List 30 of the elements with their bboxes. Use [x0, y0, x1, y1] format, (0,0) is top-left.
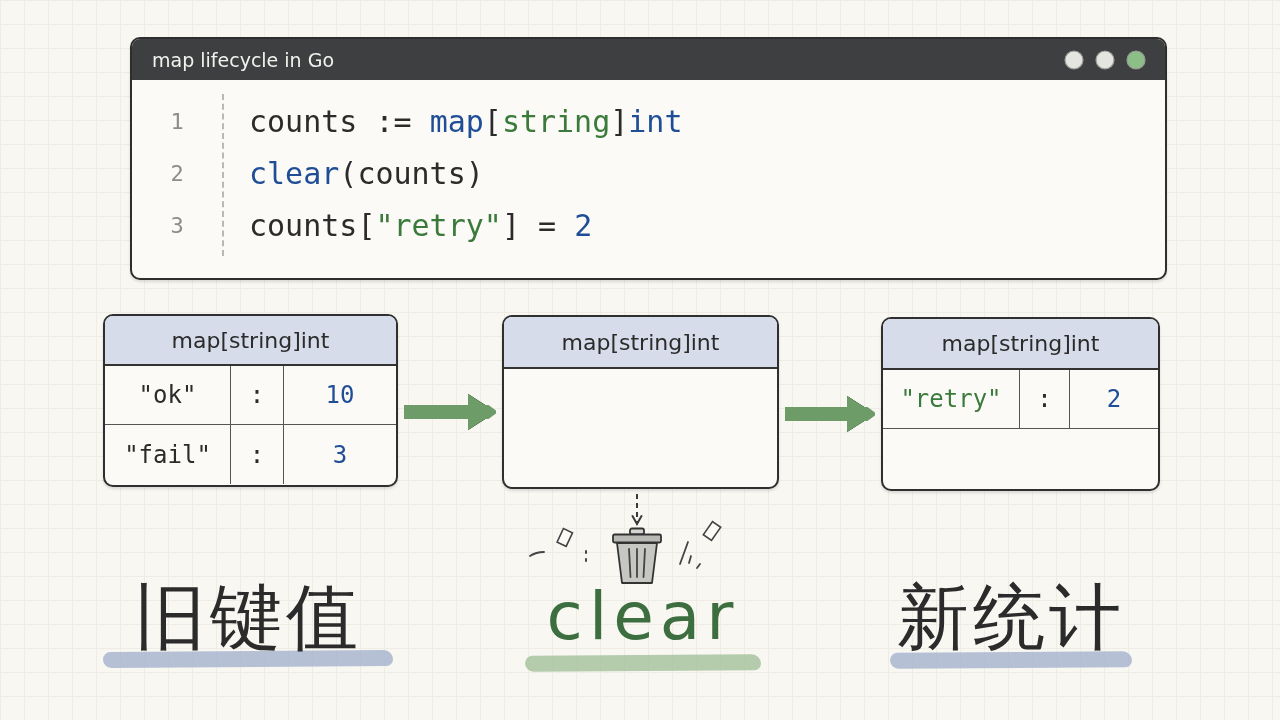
section-caption: 新统计: [896, 580, 1126, 656]
map-type-header: map[string]int: [883, 319, 1158, 370]
code-line: clear(counts): [249, 155, 484, 191]
separator-cell: :: [1020, 370, 1070, 428]
window-title: map lifecycle in Go: [152, 48, 335, 71]
map-type-header: map[string]int: [105, 316, 396, 366]
code-line: counts["retry"] = 2: [249, 207, 593, 243]
key-cell: "retry": [883, 370, 1020, 428]
block-arrow: [785, 396, 875, 432]
code-line: counts := map[string]int: [249, 103, 683, 139]
block-arrow: [404, 394, 496, 430]
line-number: 2: [170, 160, 184, 186]
value-cell-text: 3: [331, 439, 349, 471]
line-number: 1: [170, 108, 184, 134]
map-table: [881, 317, 1160, 491]
code-window: [130, 37, 1167, 280]
separator-cell: :: [231, 425, 284, 484]
line-number: 3: [170, 212, 184, 238]
map-table: [502, 315, 779, 489]
value-cell-text: 10: [324, 380, 356, 411]
section-caption: 旧键值: [133, 580, 363, 656]
value-cell-text: 2: [1105, 384, 1123, 415]
key-cell: "fail": [105, 425, 231, 484]
section-caption: clear: [545, 582, 741, 652]
key-cell: "ok": [105, 366, 231, 424]
map-type-header: map[string]int: [504, 317, 777, 369]
map-table: [103, 314, 398, 487]
trash-can-drawing: [611, 527, 663, 585]
separator-cell: :: [231, 366, 284, 424]
dashed-arrow: [631, 493, 643, 525]
